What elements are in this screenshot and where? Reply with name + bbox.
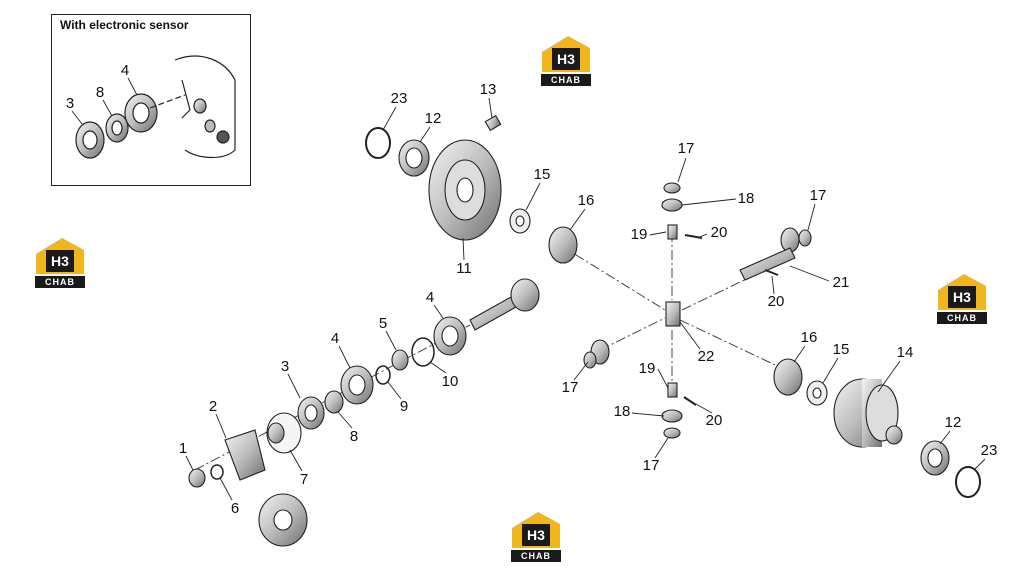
callout-label: 15 [833, 341, 850, 358]
watermark-logo: H3 CHAB [508, 510, 564, 566]
callout-labels: 1234456789101112131516171717171818191920… [66, 62, 998, 517]
inset-title: With electronic sensor [60, 18, 189, 32]
callout-label: 17 [810, 187, 827, 204]
main-parts [188, 114, 981, 547]
callout-label: 11 [456, 260, 472, 277]
callout-label: 4 [426, 289, 434, 306]
callout-label: 8 [96, 84, 104, 101]
callout-label: 20 [768, 293, 785, 310]
callout-label: 12 [945, 414, 962, 431]
callout-label: 12 [425, 110, 442, 127]
inset-parts [75, 55, 236, 159]
callout-label: 16 [801, 329, 818, 346]
callout-label: 20 [711, 224, 728, 241]
callout-label: 9 [400, 398, 408, 415]
callout-label: 23 [981, 442, 998, 459]
callout-label: 4 [331, 330, 339, 347]
callout-label: 16 [578, 192, 595, 209]
watermark-code: H3 [552, 48, 580, 70]
callout-label: 3 [66, 95, 74, 112]
callout-label: 19 [639, 360, 656, 377]
callout-label: 17 [643, 457, 660, 474]
callout-label: 17 [562, 379, 579, 396]
watermark-logo: H3 CHAB [32, 236, 88, 292]
callout-label: 7 [300, 471, 308, 488]
callout-label: 8 [350, 428, 358, 445]
watermark-logo: H3 CHAB [538, 34, 594, 90]
callout-label: 3 [281, 358, 289, 375]
watermark-name: CHAB [35, 276, 85, 288]
watermark-name: CHAB [511, 550, 561, 562]
callout-label: 18 [738, 190, 755, 207]
callout-label: 10 [442, 373, 459, 390]
callout-label: 23 [391, 90, 408, 107]
watermark-code: H3 [522, 524, 550, 546]
watermark-code: H3 [46, 250, 74, 272]
callout-label: 18 [614, 403, 631, 420]
watermark-name: CHAB [541, 74, 591, 86]
watermark-logo: H3 CHAB [934, 272, 990, 328]
watermark-code: H3 [948, 286, 976, 308]
callout-label: 14 [897, 344, 914, 361]
callout-label: 22 [698, 348, 715, 365]
callout-label: 15 [534, 166, 551, 183]
callout-label: 4 [121, 62, 129, 79]
callout-label: 21 [833, 274, 850, 291]
leader-lines [71, 77, 986, 501]
callout-label: 1 [179, 440, 187, 457]
callout-label: 5 [379, 315, 387, 332]
callout-label: 19 [631, 226, 648, 243]
callout-label: 2 [209, 398, 217, 415]
callout-label: 17 [678, 140, 695, 157]
watermark-name: CHAB [937, 312, 987, 324]
callout-label: 6 [231, 500, 239, 517]
callout-label: 20 [706, 412, 723, 429]
callout-label: 13 [480, 81, 497, 98]
